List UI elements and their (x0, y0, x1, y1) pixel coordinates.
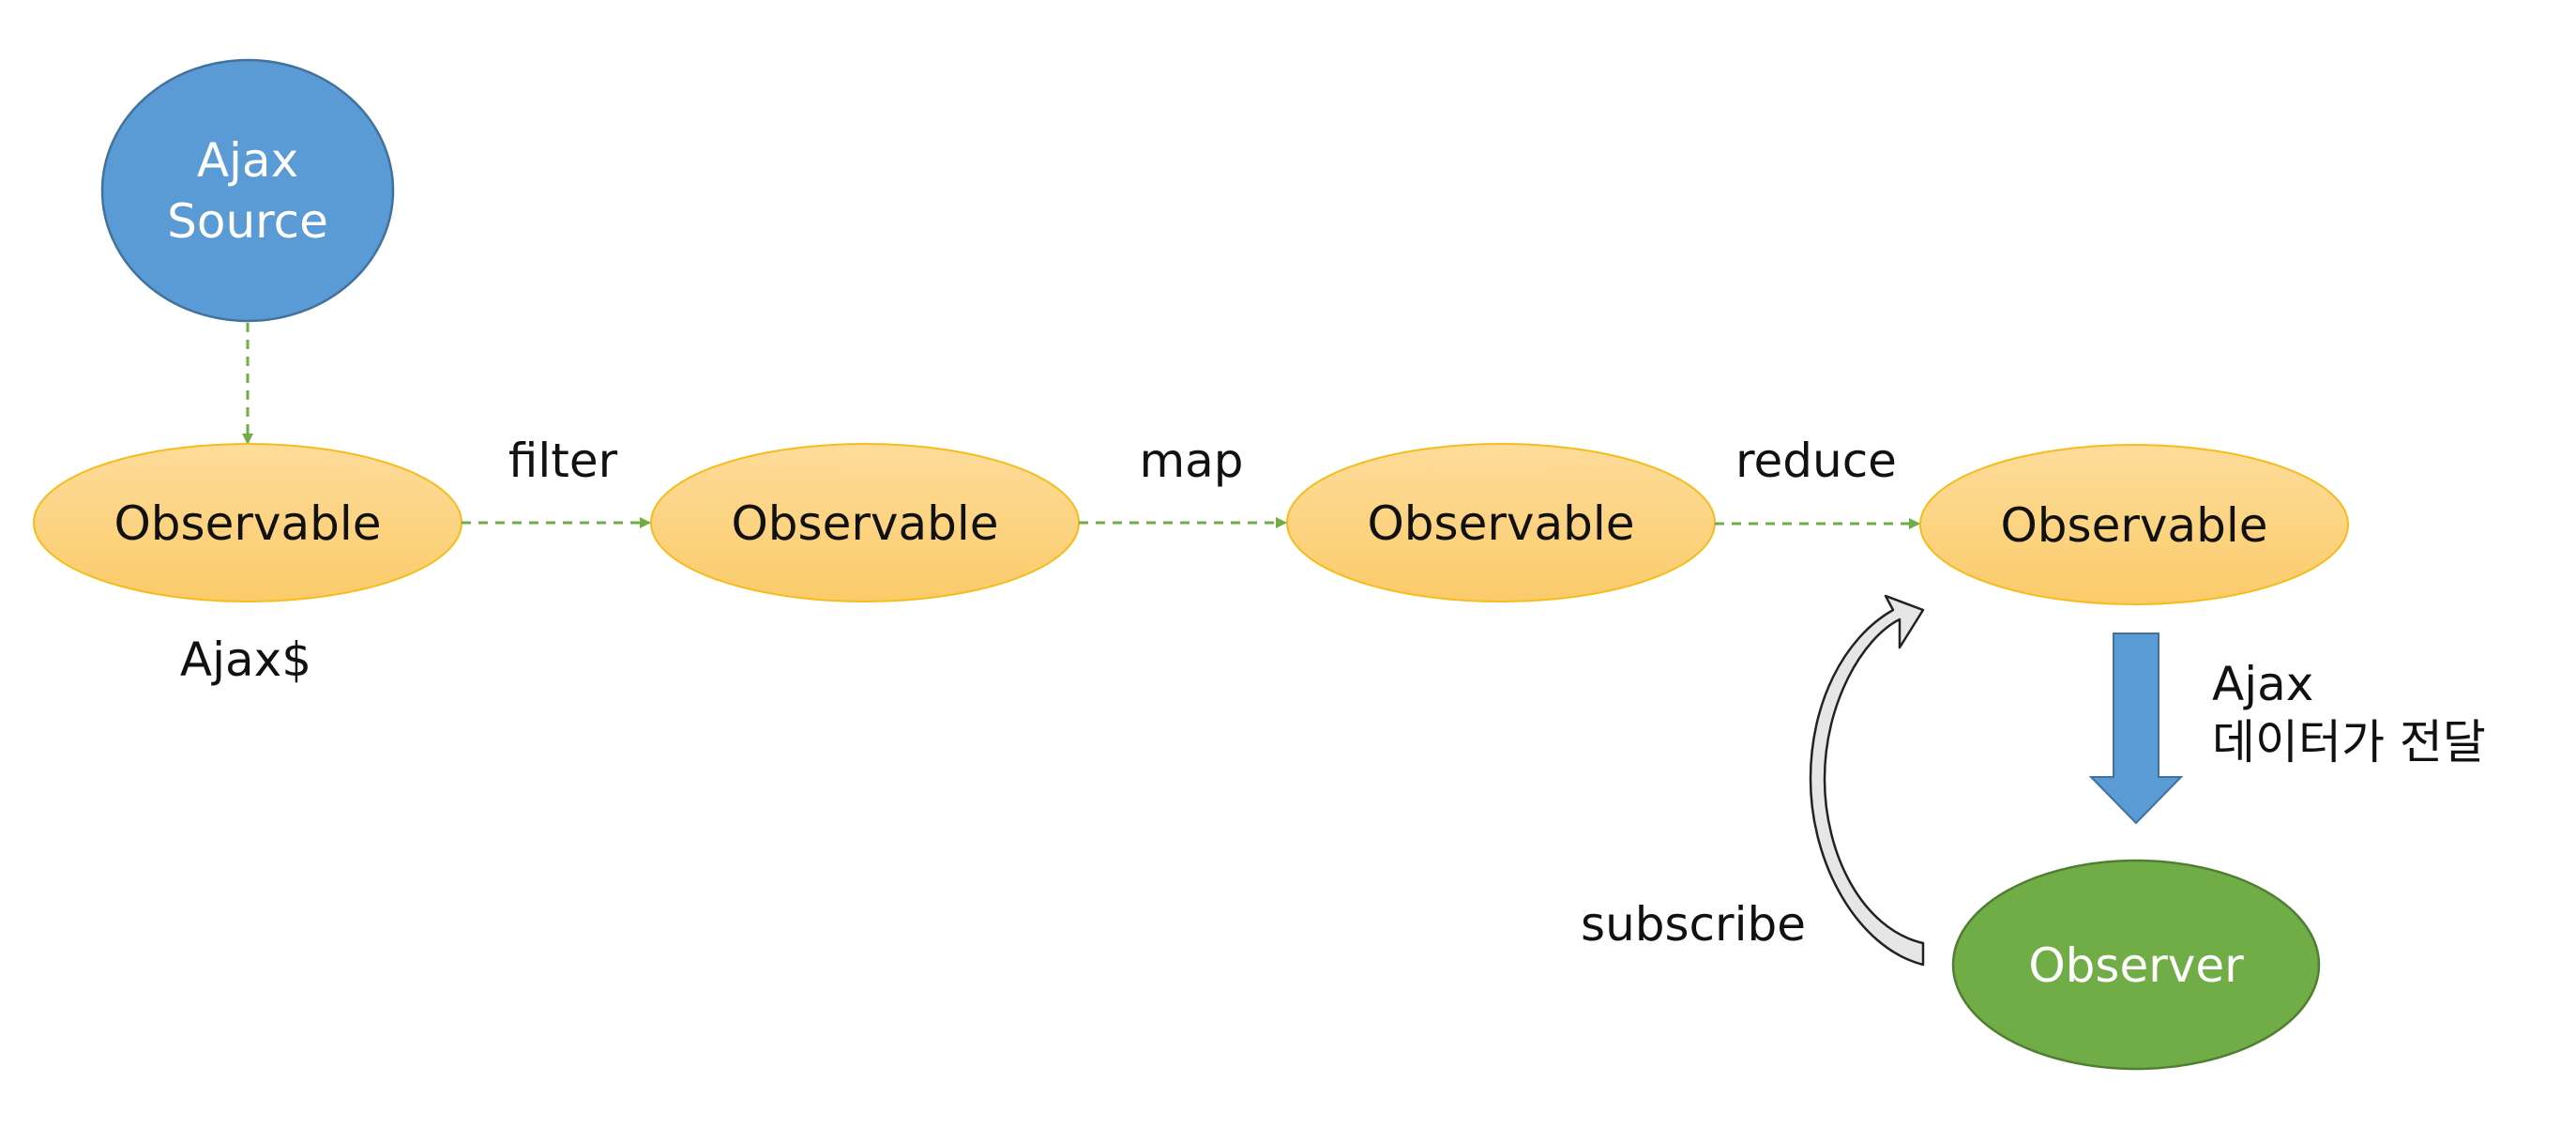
ajax-source-line2: Source (167, 194, 328, 249)
observable-label: Observable (1367, 496, 1634, 551)
delivery-label-line2: 데이터가 전달 (2212, 715, 2486, 770)
data-delivery-arrow (2088, 633, 2184, 825)
observable-shape (1919, 444, 2349, 605)
observer-node: Observer (1951, 859, 2321, 1071)
map-operator-label: map (1139, 434, 1243, 488)
observable-node-4: Observable (1919, 444, 2349, 605)
delivery-label-line1: Ajax (2212, 657, 2313, 711)
filter-operator-label: filter (508, 434, 618, 488)
ajax-source-shape (100, 58, 395, 323)
observer-label: Observer (2028, 938, 2244, 993)
observable-node-3: Observable (1286, 443, 1716, 602)
subscribe-label: subscribe (1581, 897, 1806, 952)
observable-label: Observable (2000, 498, 2267, 553)
observable-label: Observable (114, 496, 381, 551)
ajax-source-line1: Ajax (197, 133, 298, 188)
observable-label: Observable (731, 496, 998, 551)
reduce-operator-label: reduce (1735, 434, 1897, 488)
ajax-source-node: Ajax Source (100, 58, 395, 323)
observer-shape (1951, 859, 2321, 1071)
stream-variable-label: Ajax$ (180, 633, 311, 687)
subscribe-curved-arrow (1809, 594, 1925, 967)
observable-node-1: Observable (33, 443, 462, 602)
observable-node-2: Observable (650, 443, 1080, 602)
